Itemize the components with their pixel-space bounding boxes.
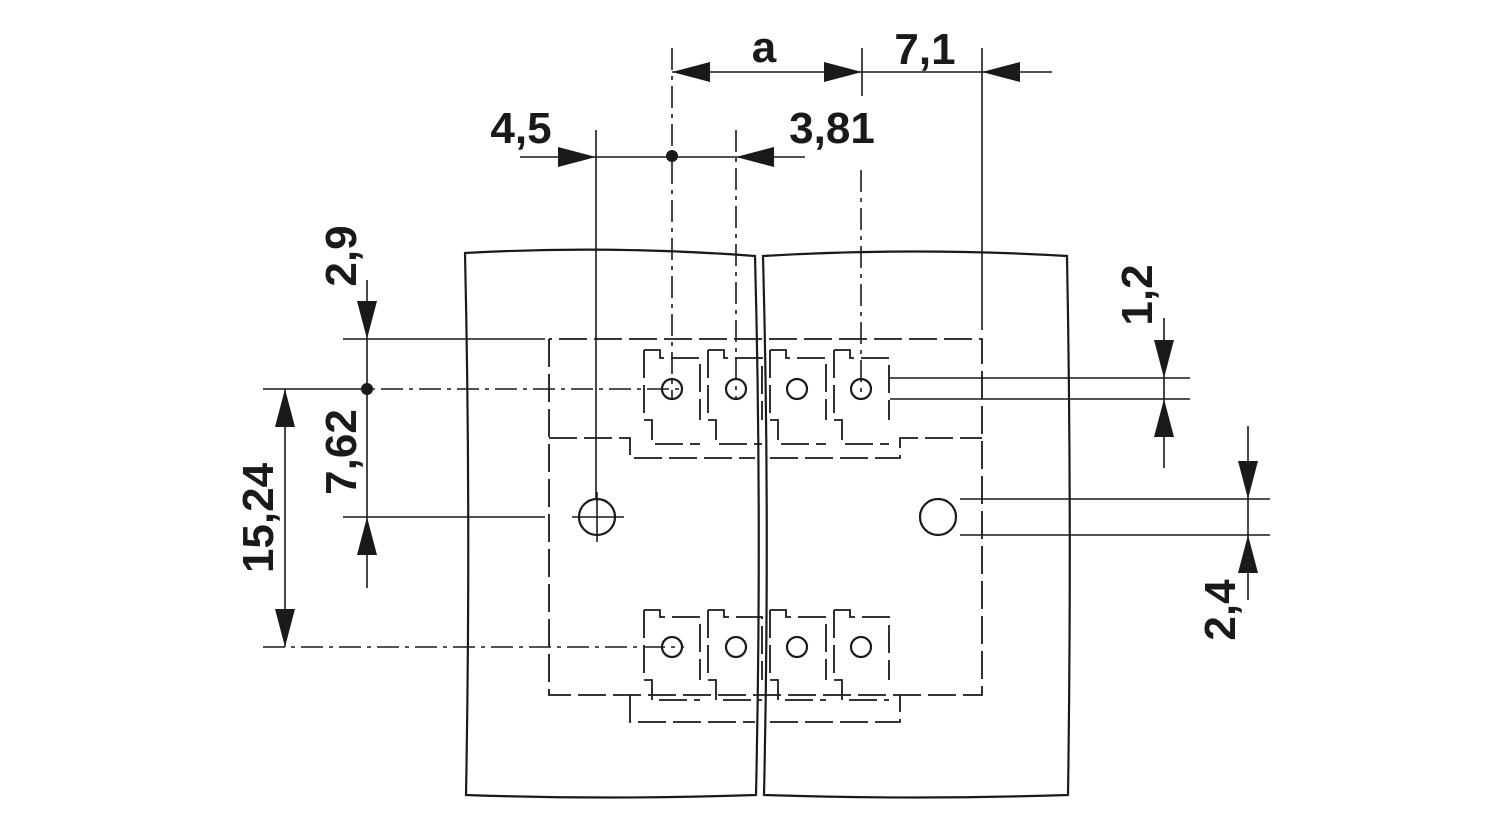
terminal-contact — [707, 349, 763, 445]
dimension-4-5: 4,5 — [490, 104, 805, 167]
center-lines — [263, 48, 1270, 648]
terminal-contact — [833, 609, 890, 701]
component-outline — [548, 338, 983, 723]
terminal-contact — [707, 609, 763, 701]
dimension-label-15-24: 15,24 — [234, 462, 283, 573]
dimension-15-24: 15,24 — [234, 389, 295, 647]
dimension-label-1-2: 1,2 — [1113, 264, 1162, 325]
dimension-label-7-1: 7,1 — [894, 25, 955, 74]
board-outline-right — [761, 250, 1071, 799]
dimension-label-2-9: 2,9 — [317, 225, 366, 286]
dimension-label-a: a — [752, 23, 777, 72]
terminal-contact — [643, 609, 701, 701]
dimension-label-3-81: 3,81 — [789, 104, 875, 153]
mounting-hole-left — [572, 492, 624, 542]
dimension-a: a — [672, 23, 862, 82]
dimension-2-9: 2,9 — [317, 225, 377, 395]
dimension-label-7-62: 7,62 — [317, 409, 366, 495]
dimension-3-81: 3,81 — [736, 104, 875, 167]
dimension-2-4: 2,4 — [1196, 426, 1258, 641]
dimension-label-2-4: 2,4 — [1196, 579, 1245, 641]
board-outline-left — [463, 248, 760, 799]
mounting-hole-right — [918, 497, 958, 537]
terminal-row-bottom — [643, 609, 890, 701]
dimension-7-62: 7,62 — [317, 389, 377, 588]
terminal-contact — [769, 609, 827, 701]
dimension-label-4-5: 4,5 — [490, 104, 551, 153]
dimension-1-2: 1,2 — [1113, 264, 1174, 468]
terminal-contact — [769, 349, 827, 445]
dimension-7-1: 7,1 — [861, 25, 1052, 96]
